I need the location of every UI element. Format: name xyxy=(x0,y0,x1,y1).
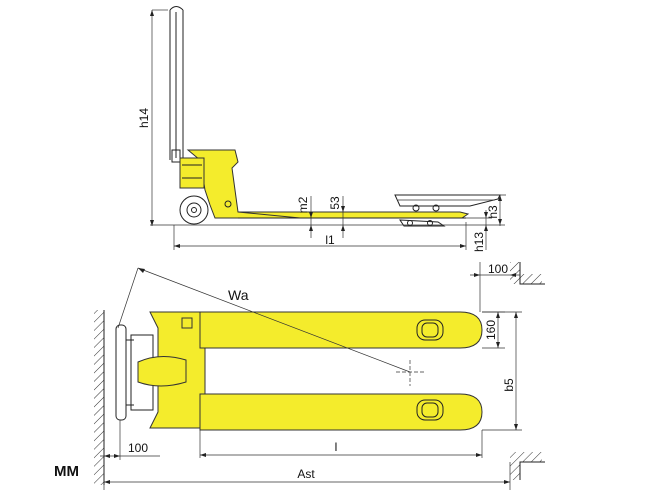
d100-top-label: 100 xyxy=(488,262,508,276)
dimension-h13: h13 xyxy=(466,210,492,252)
center-mark xyxy=(396,360,424,386)
fork-top-upper-shape xyxy=(199,311,483,349)
b5-label: b5 xyxy=(502,378,516,392)
ast-label: Ast xyxy=(297,467,315,481)
l-label: l xyxy=(335,440,338,454)
dimension-h3: h3 xyxy=(470,194,506,226)
dimension-m2: m2 xyxy=(296,196,313,238)
fork-side-shape xyxy=(237,194,501,227)
dimension-100-bottom: 100 xyxy=(100,420,160,460)
wall-left xyxy=(94,310,105,485)
dimension-l1: l1 xyxy=(173,222,467,250)
pump-body-shape xyxy=(179,149,301,219)
d53-label: 53 xyxy=(328,196,342,210)
m2-label: m2 xyxy=(296,196,310,213)
chassis-top-shape xyxy=(137,311,206,429)
unit-label: MM xyxy=(54,463,79,480)
d160-label: 160 xyxy=(484,320,498,340)
wall-bottom-right xyxy=(510,452,545,480)
dimension-160: 160 xyxy=(482,311,505,349)
wa-label: Wa xyxy=(228,287,249,303)
dimension-h14: h14 xyxy=(137,9,168,226)
side-view: h14 m2 53 h3 h xyxy=(137,6,506,252)
dimension-100-top: 100 xyxy=(470,262,520,312)
wall-top-right xyxy=(510,262,545,285)
fork-top-lower-shape xyxy=(199,393,483,431)
dimension-53: 53 xyxy=(328,196,345,238)
d100-bottom-label: 100 xyxy=(128,441,148,455)
h13-label: h13 xyxy=(472,232,486,252)
steer-wheel-shape xyxy=(179,195,232,225)
dimension-b5: b5 xyxy=(482,311,522,431)
dimension-l: l xyxy=(199,430,483,458)
h3-label: h3 xyxy=(486,205,500,219)
top-view: Wa 100 160 b5 xyxy=(54,262,545,490)
l1-label: l1 xyxy=(325,233,335,247)
handle-shape xyxy=(169,6,184,163)
dimension-ast: Ast xyxy=(103,462,511,490)
dimension-wa: Wa xyxy=(117,267,411,373)
h14-label: h14 xyxy=(137,108,151,128)
